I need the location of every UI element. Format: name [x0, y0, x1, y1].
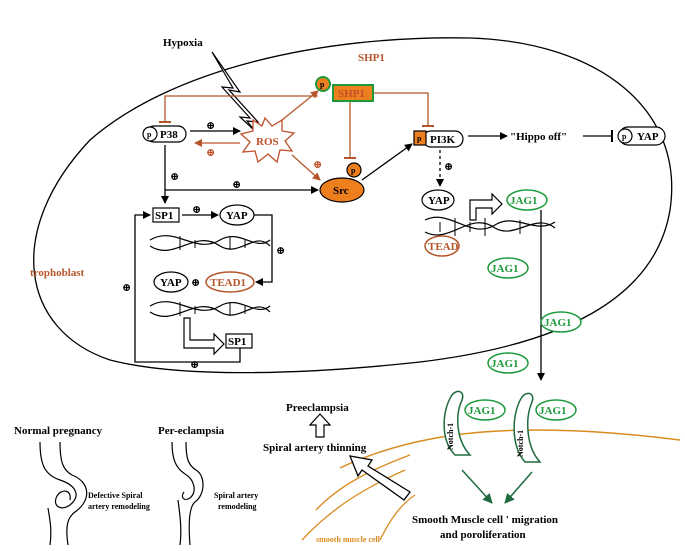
shp1-box — [332, 84, 374, 102]
per-eclampsia-label: Per-eclampsia — [158, 425, 225, 437]
smc-membrane-line3 — [301, 469, 406, 541]
plus-yap-tead1: ⊕ — [276, 245, 285, 257]
tead-oval — [424, 235, 460, 257]
yap-top-label: YAP — [637, 131, 659, 143]
jag1-transcript-label: JAG1 — [510, 195, 538, 207]
transcription-arrow-right — [469, 192, 503, 221]
src-label: Src — [333, 185, 349, 197]
sp1-top-label: SP1 — [155, 210, 173, 222]
jag1-secreted-1-label: JAG1 — [491, 263, 519, 275]
notch1-receptor-left — [443, 390, 472, 456]
arrow-ros-src — [291, 154, 321, 181]
trophoblast-membrane — [33, 37, 673, 374]
yap-low-label: YAP — [160, 277, 182, 289]
jag1-secreted-3 — [487, 352, 529, 374]
jag1-secreted-2-label: JAG1 — [544, 317, 572, 329]
shp1-p-label: p — [320, 80, 325, 89]
smc-migration-line1: Smooth Muscle cell ' migration — [412, 514, 558, 526]
shp1-title-label: SHP1 — [358, 52, 385, 64]
transcription-arrow-left — [183, 317, 225, 356]
preeclampsia-label: Preeclampsia — [286, 402, 349, 414]
jag1-transcript-oval — [506, 189, 548, 211]
plus-sp1-feedback: ⊕ — [122, 282, 131, 294]
src-p-label: p — [351, 166, 356, 175]
hollow-arrow-thinning — [348, 455, 411, 501]
hippo-off-label: "Hippo off" — [510, 131, 567, 143]
tead-label: TEAD — [428, 241, 459, 253]
plus-yap-tead1-complex: ⊕ — [191, 277, 200, 289]
shp1-p-circle — [315, 76, 331, 92]
spiral-thinning-label: Spiral artery thinning — [263, 442, 367, 454]
jag1-bound-right — [535, 399, 577, 421]
hollow-arrow-preeclampsia — [308, 413, 332, 438]
yap-low-oval — [153, 271, 189, 293]
notch1-left-label: Notch-1 — [446, 423, 455, 450]
smc-migration-line2: and poroliferation — [440, 529, 526, 541]
smc-membrane-line2 — [315, 454, 411, 511]
src-oval — [319, 177, 365, 203]
jag1-bound-right-label: JAG1 — [539, 405, 567, 417]
preeclampsia-vessel-icon — [171, 441, 204, 546]
smc-membrane-upper — [339, 429, 681, 469]
plus-ros-p38: ⊕ — [206, 147, 215, 159]
jag1-secreted-2 — [540, 311, 582, 333]
inhibit-shp1-p38 — [159, 95, 318, 123]
src-p-circle — [346, 162, 362, 178]
tead1-label: TEAD1 — [210, 277, 246, 289]
yap-right-label: YAP — [428, 195, 450, 207]
yap-mid-label: YAP — [226, 210, 248, 222]
jag1-secreted-3-label: JAG1 — [491, 358, 519, 370]
inhibit-shp1-pi3k — [374, 92, 434, 127]
spiral-remodeling-line2: remodeling — [218, 502, 257, 511]
defective-remodeling-line1: Defective Spiral — [88, 491, 143, 500]
smc-membrane-line4 — [379, 494, 416, 541]
normal-pregnancy-label: Normal pregnancy — [14, 425, 103, 437]
sp1-bottom-box — [225, 333, 253, 349]
ros-burst — [239, 116, 296, 164]
dna-right — [424, 216, 556, 236]
pi3k-p-square — [413, 130, 427, 146]
shp1-box-label: SHP1 — [338, 88, 365, 100]
jag1-secreted-1 — [487, 257, 529, 279]
arrow-sp1-feedback — [134, 211, 241, 363]
plus-ros-src: ⊕ — [313, 159, 322, 171]
yap-right-oval — [421, 189, 455, 211]
plus-p38-src: ⊕ — [232, 179, 241, 191]
arrow-notch-right-smc — [504, 471, 533, 504]
arrow-yap-tead1 — [254, 214, 273, 286]
hypoxia-label: Hypoxia — [163, 37, 203, 49]
p38-label: P38 — [160, 129, 178, 141]
p38-p-circle — [142, 126, 158, 142]
plus-p38-ros: ⊕ — [206, 120, 215, 132]
jag1-bound-left-label: JAG1 — [468, 405, 496, 417]
sp1-top-box — [152, 207, 180, 223]
notch1-right-label: Notch-1 — [516, 430, 525, 457]
plus-sp1-yap: ⊕ — [192, 204, 201, 216]
spiral-remodeling-line1: Spiral artery — [214, 491, 258, 500]
arrow-src-pi3k — [361, 143, 413, 181]
dna-left-bottom — [149, 301, 271, 318]
p38-p-label: p — [147, 130, 152, 139]
defective-remodeling-line2: artery remodeling — [88, 502, 150, 511]
yap-top-p-circle — [617, 128, 633, 144]
trophoblast-label: trophoblast — [30, 267, 85, 279]
arrow-notch-left-smc — [461, 469, 493, 504]
notch1-receptor-right — [513, 392, 542, 463]
yap-top-p-label: p — [622, 132, 627, 141]
pi3k-label: PI3K — [430, 134, 456, 146]
plus-transcription-sp1: ⊕ — [190, 359, 199, 371]
lightning-icon — [211, 51, 260, 131]
plus-p38-sp1: ⊕ — [170, 171, 179, 183]
smooth-muscle-cell-label: smooth muscle cell — [316, 535, 381, 544]
normal-vessel-icon — [39, 441, 88, 546]
sp1-bottom-label: SP1 — [228, 336, 246, 348]
ros-label: ROS — [256, 136, 279, 148]
dna-left-top — [149, 235, 271, 252]
tead1-oval — [205, 271, 255, 293]
jag1-bound-left — [464, 399, 506, 421]
pi3k-p-label: p — [417, 134, 422, 143]
plus-pi3k-yap: ⊕ — [444, 161, 453, 173]
